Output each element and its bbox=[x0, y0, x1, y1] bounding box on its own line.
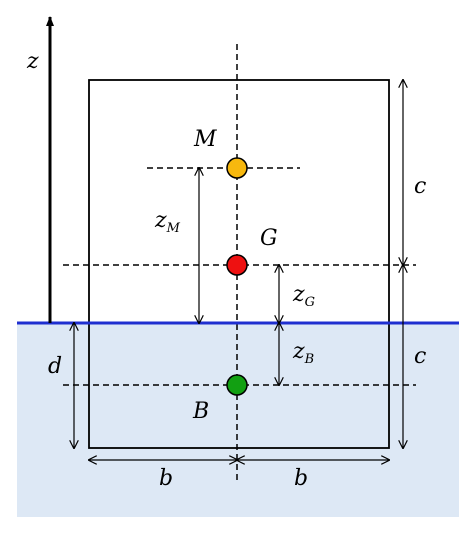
label-b-left: b bbox=[159, 466, 173, 491]
label-M: M bbox=[193, 127, 217, 152]
label-zM: zM bbox=[154, 208, 181, 236]
label-zM-sub: M bbox=[166, 221, 181, 236]
label-G: G bbox=[260, 226, 278, 251]
label-zG: zG bbox=[292, 282, 315, 310]
label-zB-sub: B bbox=[304, 352, 315, 367]
label-d: d bbox=[48, 354, 62, 379]
label-zM-main: z bbox=[154, 208, 167, 233]
label-zB-main: z bbox=[292, 339, 305, 364]
label-zB: zB bbox=[292, 339, 314, 367]
center-of-buoyancy-point bbox=[226, 374, 248, 396]
center-of-gravity-point bbox=[226, 254, 248, 276]
metacenter-point bbox=[226, 157, 248, 179]
label-c-bottom: c bbox=[414, 344, 426, 369]
z-axis-label: z bbox=[26, 49, 39, 74]
label-b-right: b bbox=[294, 466, 308, 491]
label-zG-main: z bbox=[292, 282, 305, 307]
water-region bbox=[17, 323, 459, 517]
label-zG-sub: G bbox=[305, 295, 315, 310]
label-c-top: c bbox=[414, 174, 426, 199]
label-B: B bbox=[192, 399, 209, 424]
floating-body bbox=[88, 79, 390, 449]
